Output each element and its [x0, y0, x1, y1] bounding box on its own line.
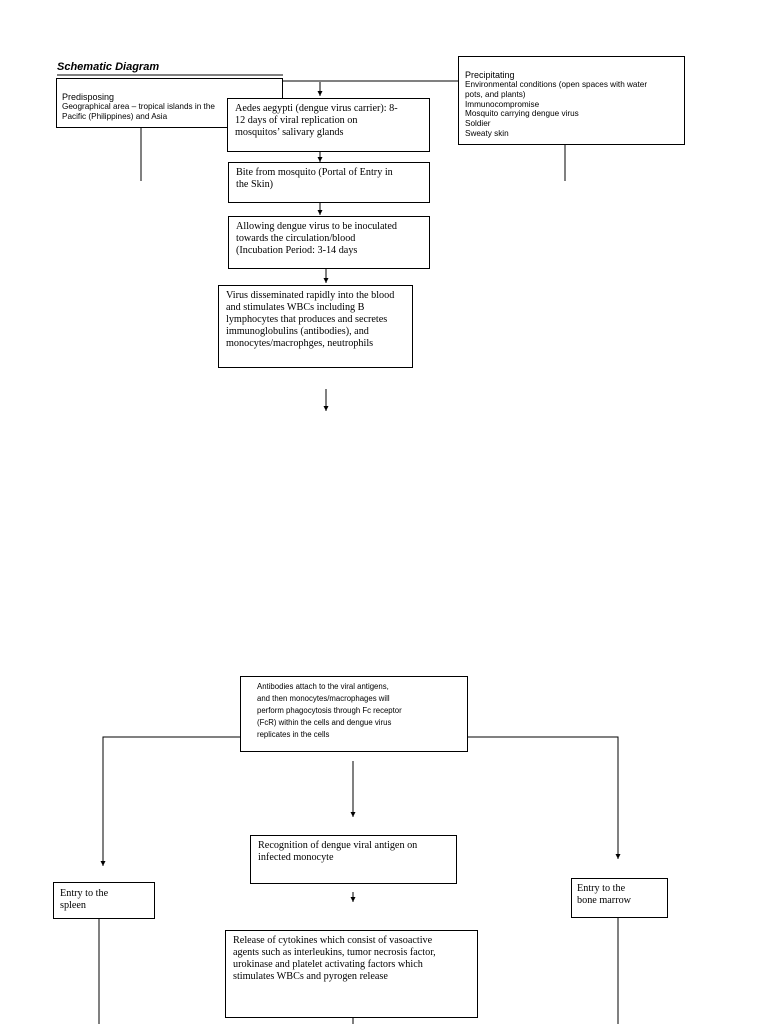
precipitating-text: Environmental conditions (open spaces wi… — [465, 80, 648, 138]
bite-box: Bite from mosquito (Portal of Entry in t… — [228, 162, 430, 203]
arrow-antibodies-marrow — [468, 736, 621, 859]
dissemination-box: Virus disseminated rapidly into the bloo… — [218, 285, 413, 368]
cytokines-box: Release of cytokines which consist of va… — [225, 930, 478, 1018]
arrow-antibodies-spleen — [100, 736, 240, 866]
predisposing-text: Geographical area – tropical islands in … — [62, 102, 215, 121]
bone-marrow-box: Entry to the bone marrow — [571, 878, 668, 918]
antibodies-box: Antibodies attach to the viral antigens,… — [240, 676, 468, 752]
inoculation-box: Allowing dengue virus to be inoculated t… — [228, 216, 430, 269]
diagram-title: Schematic Diagram — [57, 61, 160, 73]
predisposing-heading: Predisposing — [62, 91, 115, 102]
recognition-box: Recognition of dengue viral antigen on i… — [250, 835, 457, 884]
aedes-box: Aedes aegypti (dengue virus carrier): 8-… — [227, 98, 430, 152]
spleen-box: Entry to the spleen — [53, 882, 155, 919]
precipitating-heading: Precipitating — [465, 69, 515, 80]
